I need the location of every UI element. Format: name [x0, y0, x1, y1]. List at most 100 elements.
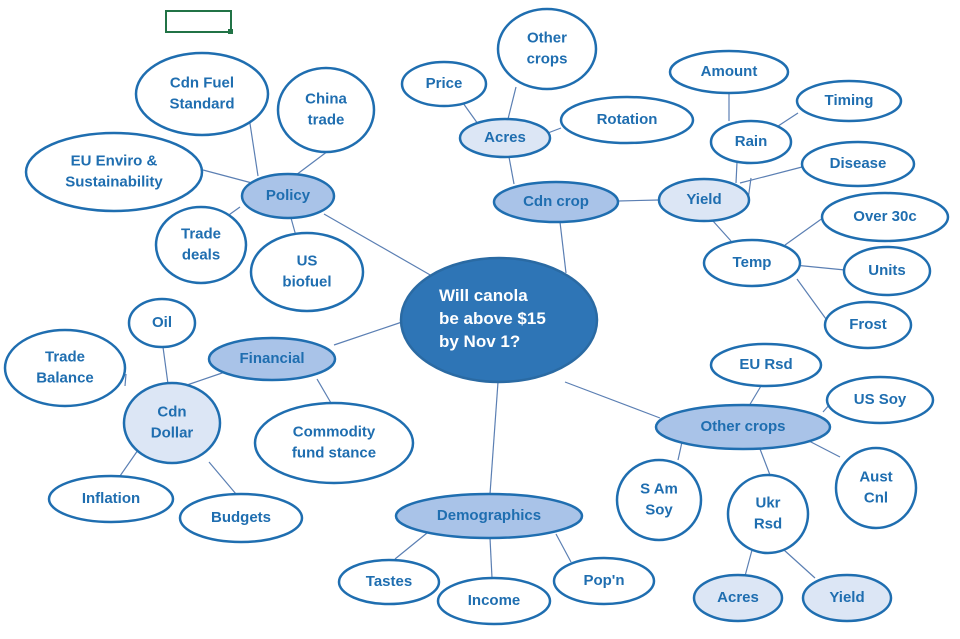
node-label-us-soy: US Soy — [854, 391, 907, 408]
node-shape-eu-enviro — [24, 131, 204, 213]
node-cdn-crop[interactable]: Cdn crop — [492, 180, 620, 224]
node-frost[interactable]: Frost — [823, 300, 913, 350]
connector-line-0 — [323, 213, 433, 277]
node-shape-cdn-dollar — [122, 381, 222, 465]
node-amount[interactable]: Amount — [668, 49, 790, 95]
node-us-soy[interactable]: US Soy — [825, 375, 935, 425]
node-shape-other-crops — [654, 403, 832, 451]
node-shape-cdn-fuel-standard — [134, 51, 270, 137]
selected-cell[interactable] — [165, 10, 232, 33]
connector-line-12 — [316, 378, 332, 404]
node-ukr-acres[interactable]: Acres — [692, 573, 784, 623]
node-shape-cdn-crop — [492, 180, 620, 224]
node-shape-yield — [657, 177, 751, 223]
node-shape-budgets — [178, 492, 304, 544]
node-timing[interactable]: Timing — [795, 79, 903, 123]
node-label-popn: Pop'n — [583, 572, 624, 589]
node-inflation[interactable]: Inflation — [47, 474, 175, 524]
node-income[interactable]: Income — [436, 576, 552, 626]
connector-line-17 — [559, 221, 567, 274]
connector-line-11 — [208, 461, 237, 495]
node-eu-rsd[interactable]: EU Rsd — [709, 342, 823, 388]
connector-line-35 — [808, 440, 841, 458]
node-label-financial: Financial — [239, 350, 304, 367]
connector-line-37 — [677, 441, 683, 461]
node-shape-rain — [709, 119, 793, 165]
node-label-frost: Frost — [849, 316, 887, 333]
node-shape-us-soy — [825, 375, 935, 425]
node-shape-trade-balance — [3, 328, 127, 408]
node-shape-ukr-yield — [801, 573, 893, 623]
node-shape-temp — [702, 238, 802, 288]
node-shape-financial — [207, 336, 337, 382]
node-shape-timing — [795, 79, 903, 123]
node-label-eu-enviro: EU Enviro &Sustainability — [65, 152, 163, 190]
node-label-disease: Disease — [830, 155, 887, 172]
node-rotation[interactable]: Rotation — [559, 95, 695, 145]
node-shape-over30c — [820, 191, 950, 243]
node-label-temp: Temp — [733, 254, 772, 271]
connector-line-15 — [489, 537, 493, 579]
node-ukr-yield[interactable]: Yield — [801, 573, 893, 623]
node-eu-enviro[interactable]: EU Enviro &Sustainability — [24, 131, 204, 213]
node-other-crops[interactable]: Other crops — [654, 403, 832, 451]
node-demographics[interactable]: Demographics — [394, 492, 584, 540]
node-label-tastes: Tastes — [366, 573, 412, 590]
node-rain[interactable]: Rain — [709, 119, 793, 165]
node-price[interactable]: Price — [400, 60, 488, 108]
node-label-demographics: Demographics — [437, 507, 541, 524]
connector-lines — [119, 86, 846, 579]
connector-line-2 — [248, 116, 259, 177]
connector-line-3 — [295, 150, 329, 176]
selected-cell-handle[interactable] — [228, 29, 233, 34]
node-tastes[interactable]: Tastes — [337, 558, 441, 606]
node-label-ukr-acres: Acres — [717, 589, 759, 606]
node-shape-ukr-rsd — [726, 473, 810, 555]
node-financial[interactable]: Financial — [207, 336, 337, 382]
node-temp[interactable]: Temp — [702, 238, 802, 288]
node-units[interactable]: Units — [842, 245, 932, 297]
node-shape-commodity-fund — [253, 401, 415, 485]
node-policy[interactable]: Policy — [240, 172, 336, 220]
node-shape-demographics — [394, 492, 584, 540]
node-label-over30c: Over 30c — [853, 208, 916, 225]
connector-line-23 — [617, 199, 660, 202]
node-oil[interactable]: Oil — [127, 297, 197, 349]
connector-line-18 — [564, 381, 661, 419]
node-disease[interactable]: Disease — [800, 140, 916, 188]
node-shape-china-trade — [276, 66, 376, 154]
node-shape-price — [400, 60, 488, 108]
node-shape-units — [842, 245, 932, 297]
node-shape-inflation — [47, 474, 175, 524]
connector-line-7 — [162, 346, 169, 385]
node-label-rain: Rain — [735, 133, 768, 150]
node-label-yield: Yield — [686, 191, 721, 208]
node-over30c[interactable]: Over 30c — [820, 191, 950, 243]
connector-line-39 — [783, 549, 816, 579]
node-shape-rotation — [559, 95, 695, 145]
node-yield[interactable]: Yield — [657, 177, 751, 223]
node-budgets[interactable]: Budgets — [178, 492, 304, 544]
node-acres[interactable]: Acres — [458, 117, 552, 159]
node-popn[interactable]: Pop'n — [552, 556, 656, 606]
